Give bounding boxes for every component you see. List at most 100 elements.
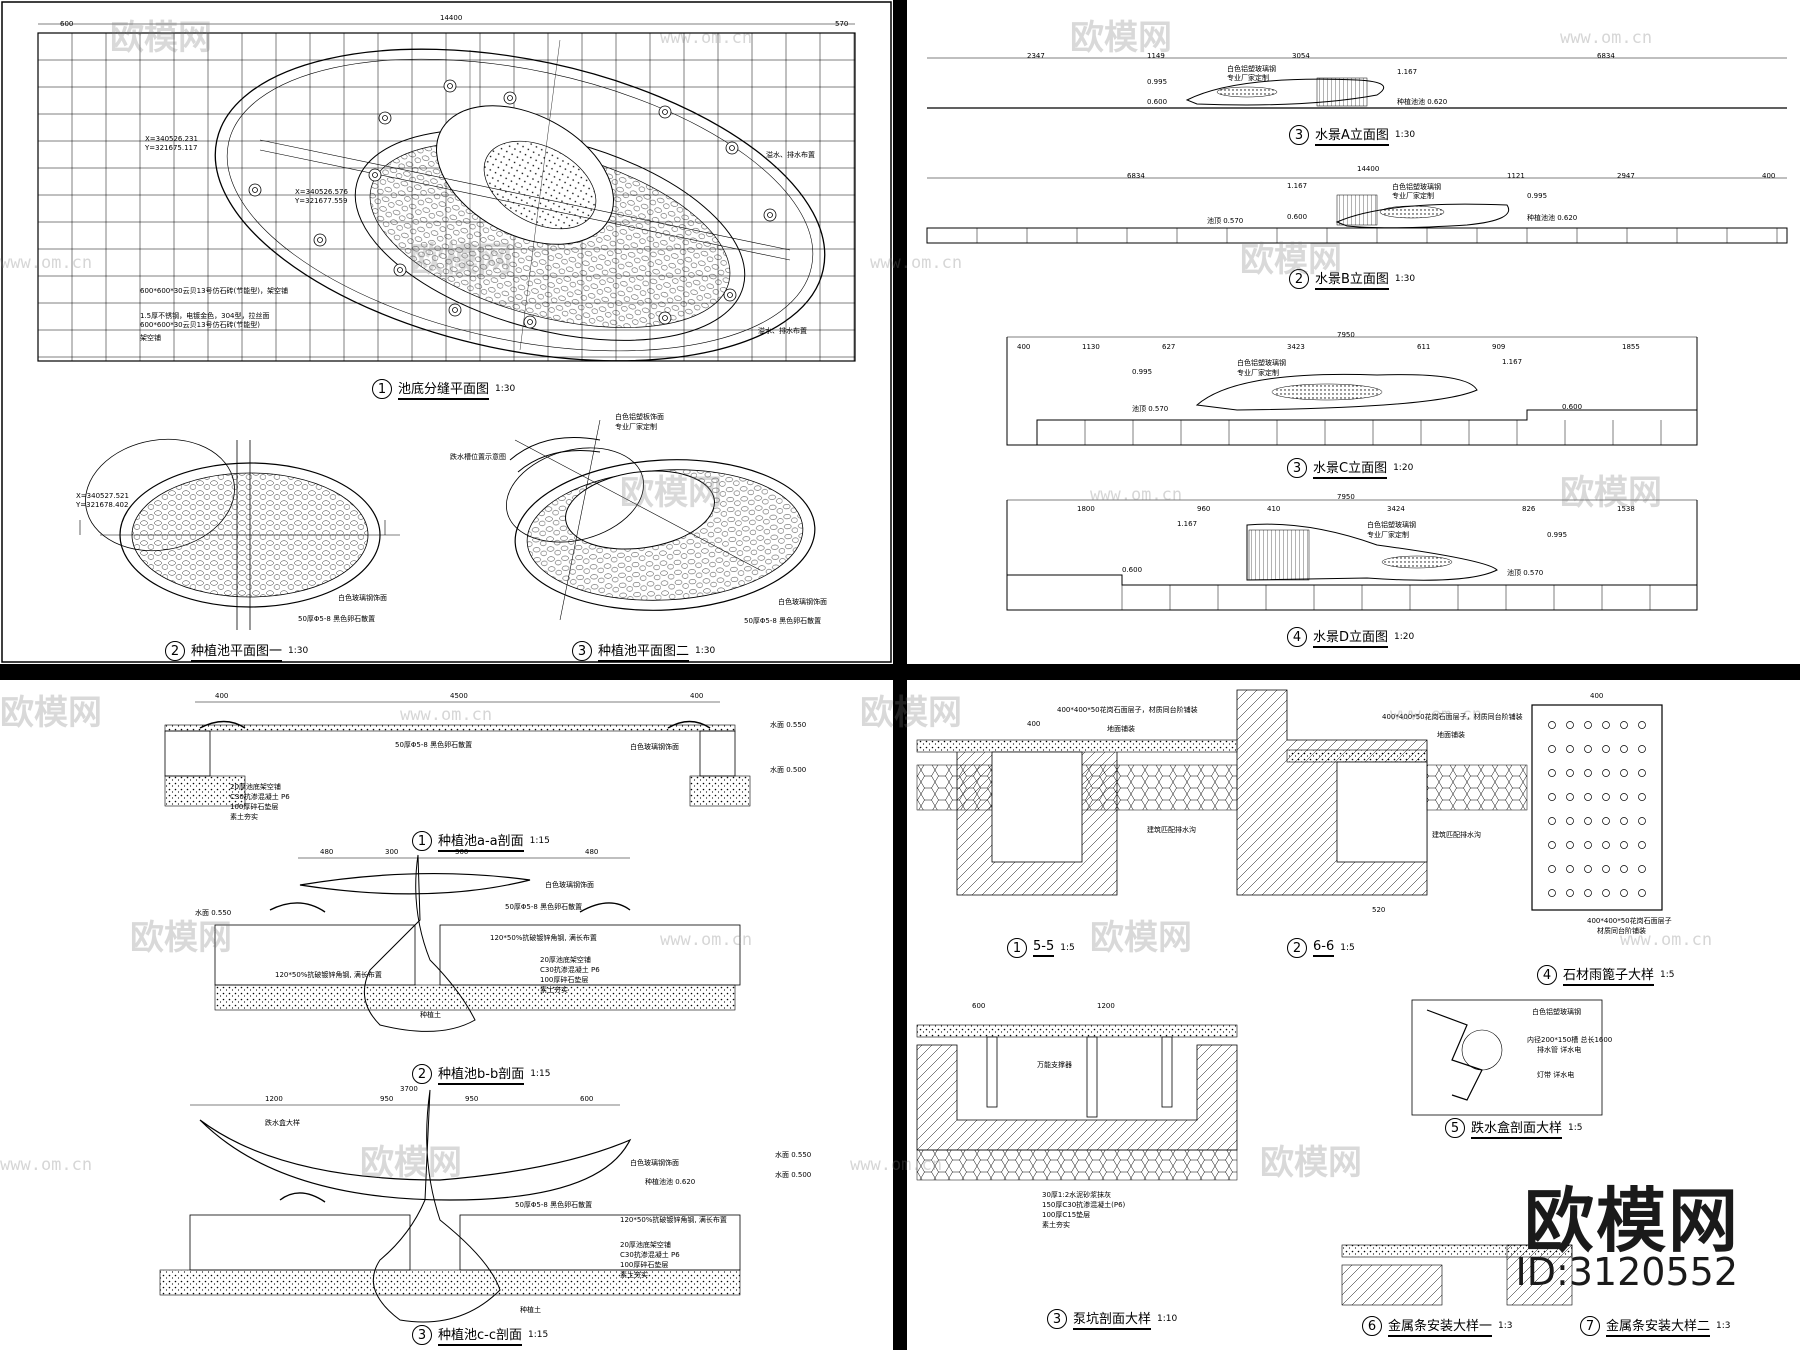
sec-c-note-5: 120*50%抗破镀锌角钢, 满长布置 [620, 1216, 727, 1224]
elev-c-dim-2: 1130 [1082, 343, 1100, 351]
sec-c-note-2: 白色玻璃钢饰面 [630, 1159, 679, 1167]
det-pit-dim-2: 1200 [1097, 1002, 1115, 1010]
sec-a-note-8: 水面 0.500 [770, 766, 807, 774]
elev-c-dim-1: 400 [1017, 343, 1031, 351]
coord-5: X=340527.521 [76, 492, 129, 500]
caption-title: 水景B立面图 [1315, 268, 1389, 290]
caption-plan-1: 1 池底分缝平面图 1:30 [372, 378, 515, 400]
caption-detail-5-5: 1 5-5 1:5 [1007, 938, 1075, 958]
elev-a-lv-2: 0.600 [1147, 98, 1168, 106]
caption-scale: 1:30 [288, 646, 309, 656]
det-6-note-1: 400*400*50花岗石面层子，材质同台阶铺装 [1382, 713, 1523, 721]
caption-title: 池底分缝平面图 [398, 378, 490, 400]
caption-scale: 1:5 [1568, 1123, 1583, 1133]
note-steel: 1.5厚不锈钢，电镀金色，304型，拉丝面 [140, 312, 270, 320]
elev-c-lv-4: 0.600 [1562, 403, 1583, 411]
caption-section-b: 2 种植池b-b剖面 1:15 [412, 1063, 550, 1085]
elev-b-dim-4: 2947 [1617, 172, 1635, 180]
elev-d-lv-2: 0.600 [1122, 566, 1143, 574]
caption-scale: 1:30 [495, 384, 516, 394]
det-box-note-3: 排水管 详水电 [1537, 1046, 1582, 1054]
elev-a-lv-3: 1.167 [1397, 68, 1418, 76]
elev-a-dim-4: 6834 [1597, 52, 1615, 60]
elev-b-lv-1: 1.167 [1287, 182, 1308, 190]
sec-c-note-9: 素土夯实 [620, 1271, 648, 1279]
caption-num: 2 [165, 641, 185, 661]
caption-plan-2: 2 种植池平面图一 1:30 [165, 640, 308, 662]
elev-b-lv-2: 0.600 [1287, 213, 1308, 221]
caption-num: 3 [1289, 125, 1309, 145]
brand-id: ID:3120552 [1515, 1250, 1738, 1294]
sec-b-note-10: 120*50%抗破镀锌角钢, 满长布置 [275, 971, 382, 979]
elev-d-note-1: 白色铝塑玻璃钢 [1367, 521, 1416, 529]
elev-d-dim-2: 960 [1197, 505, 1211, 513]
detail-drawing [916, 689, 1663, 1306]
caption-scale: 1:30 [1394, 274, 1416, 284]
caption-scale: 1:15 [528, 1330, 549, 1340]
caption-title: 5-5 [1033, 939, 1055, 957]
sec-b-dim-1: 480 [320, 848, 334, 856]
caption-scale: 1:30 [1394, 130, 1416, 140]
caption-title: 水景D立面图 [1313, 626, 1389, 648]
coord-6: Y=321678.402 [76, 501, 129, 509]
caption-scale: 1:20 [1393, 463, 1414, 473]
elev-d-dim-6: 1538 [1617, 505, 1635, 513]
caption-title: 水景A立面图 [1315, 124, 1389, 146]
caption-title: 金属条安装大样二 [1606, 1315, 1711, 1337]
caption-num: 7 [1580, 1316, 1600, 1336]
sec-b-note-8: 种植土 [420, 1011, 441, 1019]
caption-elev-a: 3 水景A立面图 1:30 [1289, 124, 1415, 146]
det-5-note-1: 400*400*50花岗石面层子，材质同台阶铺装 [1057, 706, 1198, 714]
elev-a-dim-1: 2347 [1027, 52, 1045, 60]
brand-logo: 欧模网 [1524, 1180, 1740, 1262]
det-box-note-2: 内径200*150槽 总长1600 [1527, 1036, 1613, 1044]
caption-scale: 1:5 [1660, 970, 1675, 980]
det-5-dim: 400 [1027, 720, 1041, 728]
sec-b-note-9: 水面 0.550 [195, 909, 232, 917]
sec-a-dim-2: 4500 [450, 692, 468, 700]
caption-scale: 1:20 [1394, 632, 1415, 642]
elev-d-note-2: 专业厂家定制 [1367, 531, 1409, 539]
det-grate-note-1: 400*400*50花岗石面层子 [1587, 917, 1672, 925]
elev-a-dim-3: 3054 [1292, 52, 1310, 60]
det-grate-note-2: 材质同台阶铺装 [1597, 927, 1646, 935]
elev-c-lv-2: 池顶 0.570 [1132, 405, 1169, 413]
sec-c-note-8: 100厚碎石垫层 [620, 1261, 669, 1269]
elev-c-note-1: 白色铝塑玻璃钢 [1237, 359, 1286, 367]
sec-b-note-4: 20厚池底架空铺 [540, 956, 591, 964]
elev-b-dim-2: 14400 [1357, 165, 1380, 173]
elev-a-dim-2: 1149 [1147, 52, 1165, 60]
panel-plan: 600 14400 570 X=340526.231 Y=321675.117 … [0, 0, 893, 664]
sec-a-dim-3: 400 [690, 692, 704, 700]
note-weir: 跌水槽位置示意图 [450, 453, 506, 461]
caption-detail-6-6: 2 6-6 1:5 [1287, 938, 1355, 958]
elevation-drawing [926, 57, 1788, 611]
det-pit-note-2: 30厚1:2水泥砂浆抹灰 [1042, 1191, 1112, 1199]
caption-elev-d: 4 水景D立面图 1:20 [1287, 626, 1414, 648]
caption-num: 2 [1289, 269, 1309, 289]
sec-c-note-6: 20厚池底架空铺 [620, 1241, 671, 1249]
caption-num: 3 [572, 641, 592, 661]
caption-scale: 1:3 [1498, 1321, 1513, 1331]
caption-detail-strip-1: 6 金属条安装大样一 1:3 [1362, 1315, 1513, 1337]
sec-a-note-3: 20厚池底架空铺 [230, 783, 281, 791]
sec-b-dim-4: 480 [585, 848, 599, 856]
section-drawing [159, 701, 751, 1323]
sec-c-dim-4: 600 [580, 1095, 594, 1103]
sec-c-note-12: 水面 0.500 [775, 1171, 812, 1179]
elev-b-lv-5: 种植池池 0.620 [1527, 214, 1578, 222]
caption-title: 水景C立面图 [1313, 457, 1388, 479]
sec-a-note-1: 50厚Φ5-8 黑色卵石散置 [395, 741, 473, 749]
sec-b-note-7: 素土夯实 [540, 986, 568, 994]
caption-title: 种植池平面图一 [191, 640, 283, 662]
dim-top-left: 600 [60, 20, 74, 28]
caption-num: 1 [412, 831, 432, 851]
elev-b-lv-4: 0.995 [1527, 192, 1548, 200]
coord-4: Y=321677.559 [295, 197, 348, 205]
sec-a-dim-1: 400 [215, 692, 229, 700]
dim-top-right: 570 [835, 20, 849, 28]
sec-b-dim-3: 300 [455, 848, 469, 856]
elev-a-note-1: 白色铝塑玻璃钢 [1227, 65, 1276, 73]
caption-num: 1 [372, 379, 392, 399]
caption-num: 3 [1047, 1309, 1067, 1329]
